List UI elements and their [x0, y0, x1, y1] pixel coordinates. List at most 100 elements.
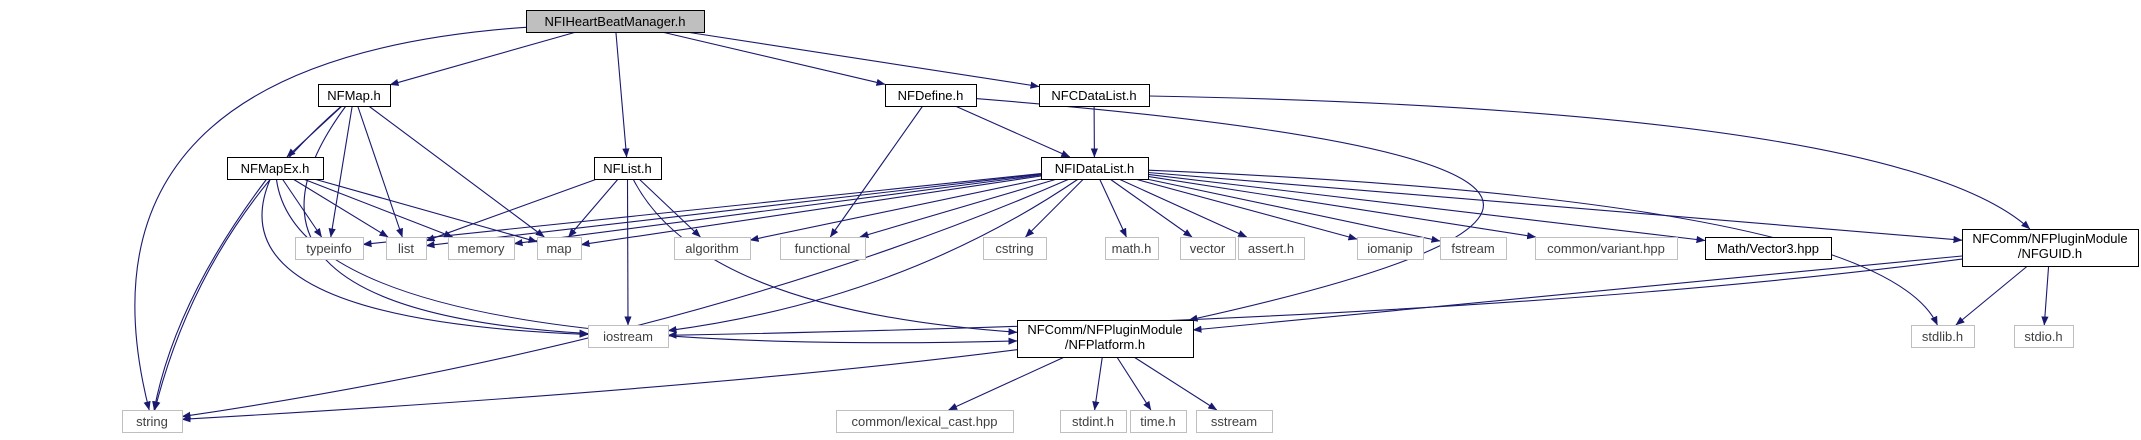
node-algorithm: algorithm: [674, 237, 751, 260]
edge-line: [275, 178, 1018, 345]
node-label: list: [398, 241, 414, 256]
node-box: [448, 237, 515, 260]
node-string: string: [122, 410, 183, 433]
node-label: cstring: [995, 241, 1033, 256]
edge-line: [661, 31, 886, 86]
node-nfmapex-h[interactable]: NFMapEx.h: [227, 157, 324, 180]
edge-idl-to-map: [580, 175, 1042, 247]
edge-define-to-functional: [829, 105, 924, 238]
edge-idl-to-assert: [1118, 178, 1248, 238]
edge-idl-to-math: [1099, 178, 1127, 238]
node-cstring: cstring: [983, 237, 1047, 260]
edge-line: [1099, 178, 1127, 238]
edge-line: [1133, 356, 1218, 411]
node-math-vector3-hpp[interactable]: Math/Vector3.hpp: [1705, 237, 1832, 260]
node-label: NFMap.h: [327, 88, 380, 103]
node-box: [1039, 84, 1150, 107]
node-stdlib-h: stdlib.h: [1911, 325, 1975, 348]
edge-map_h-to-list: [357, 105, 403, 238]
node-nfidatalist-h[interactable]: NFIDataList.h: [1041, 157, 1149, 180]
edge-line: [829, 105, 924, 238]
node-label: NFIHeartBeatManager.h: [545, 14, 686, 29]
node-box: [983, 237, 1047, 260]
node-box: [1962, 229, 2139, 267]
edge-line: [632, 178, 1018, 336]
node-nfdefine-h[interactable]: NFDefine.h: [885, 84, 977, 107]
edge-line: [954, 105, 1071, 158]
edge-line: [328, 105, 353, 238]
edge-list_h-to-list: [425, 178, 598, 242]
node-memory: memory: [448, 237, 515, 260]
edge-line: [624, 178, 632, 326]
node-nfcomm-nfpluginmodule-nfguid-h[interactable]: NFComm/NFPluginModule/NFGUID.h: [1962, 229, 2139, 267]
node-box: [537, 237, 582, 260]
edge-line: [1146, 178, 1441, 243]
node-label: NFIDataList.h: [1055, 161, 1134, 176]
node-label: NFMapEx.h: [241, 161, 310, 176]
edge-platform-to-lexical: [948, 356, 1065, 411]
node-label: string: [136, 414, 168, 429]
node-box: [885, 84, 977, 107]
edge-guid-to-iostream: [667, 258, 1963, 339]
node-label-line: NFComm/NFPluginModule: [1027, 322, 1182, 337]
edge-line: [686, 31, 1040, 89]
node-label: stdint.h: [1072, 414, 1114, 429]
node-box: [1238, 237, 1305, 260]
edge-line: [580, 175, 1042, 247]
node-label: NFCDataList.h: [1051, 88, 1136, 103]
edge-line: [389, 31, 577, 86]
node-box: [2014, 325, 2074, 348]
edge-line: [1109, 178, 1193, 238]
node-box: [1535, 237, 1678, 260]
edge-line: [152, 178, 268, 411]
node-box: [1060, 410, 1127, 433]
edge-mapex-to-typeinfo: [281, 178, 323, 238]
edge-idl-to-iomanip: [1134, 178, 1358, 241]
edge-line: [975, 98, 1484, 322]
node-label: sstream: [1211, 414, 1257, 429]
node-common-lexical-cast-hpp: common/lexical_cast.hpp: [836, 410, 1014, 433]
node-box: [594, 157, 662, 180]
node-label-line: /NFPlatform.h: [1065, 337, 1145, 352]
edge-line: [313, 178, 538, 243]
node-nfiheartbeatmanager-h[interactable]: NFIHeartBeatManager.h: [526, 10, 705, 33]
node-nfmap-h[interactable]: NFMap.h: [318, 84, 391, 107]
edge-list_h-to-algorithm: [638, 178, 701, 238]
edge-list_h-to-platform: [632, 178, 1018, 336]
node-list: list: [386, 237, 427, 260]
edge-line: [261, 178, 589, 338]
node-label: assert.h: [1248, 241, 1294, 256]
node-nfcdatalist-h[interactable]: NFCDataList.h: [1039, 84, 1150, 107]
edge-hb-to-map_h: [389, 31, 577, 86]
edge-line: [281, 178, 323, 238]
edge-line: [638, 178, 701, 238]
edge-platform-to-time: [1116, 356, 1152, 411]
edge-hb-to-list_h: [615, 31, 630, 158]
node-stdint-h: stdint.h: [1060, 410, 1127, 433]
edge-line: [615, 31, 630, 158]
edge-idl-to-cstring: [1025, 178, 1084, 238]
edge-line: [1148, 95, 2031, 230]
node-box: [122, 410, 183, 433]
node-nflist-h[interactable]: NFList.h: [594, 157, 662, 180]
node-label: time.h: [1140, 414, 1175, 429]
edge-map_h-to-string: [153, 105, 342, 411]
edge-line: [859, 178, 1058, 239]
edge-idl-to-vector: [1109, 178, 1193, 238]
edge-line: [1118, 178, 1248, 238]
node-map: map: [537, 237, 582, 260]
node-label: stdio.h: [2024, 329, 2062, 344]
node-nfcomm-nfpluginmodule-nfplatform-h[interactable]: NFComm/NFPluginModule/NFPlatform.h: [1017, 320, 1194, 358]
node-iomanip: iomanip: [1357, 237, 1424, 260]
edge-idl-to-functional: [859, 178, 1058, 239]
node-assert-h: assert.h: [1238, 237, 1305, 260]
node-time-h: time.h: [1130, 410, 1187, 433]
edge-idl-to-list: [425, 173, 1042, 249]
edge-line: [2041, 265, 2050, 326]
edge-line: [1147, 171, 1963, 244]
node-label: NFDefine.h: [898, 88, 964, 103]
edge-line: [425, 178, 598, 242]
edge-idl-to-iostream: [667, 178, 1079, 334]
edge-map_h-to-map: [368, 105, 545, 238]
